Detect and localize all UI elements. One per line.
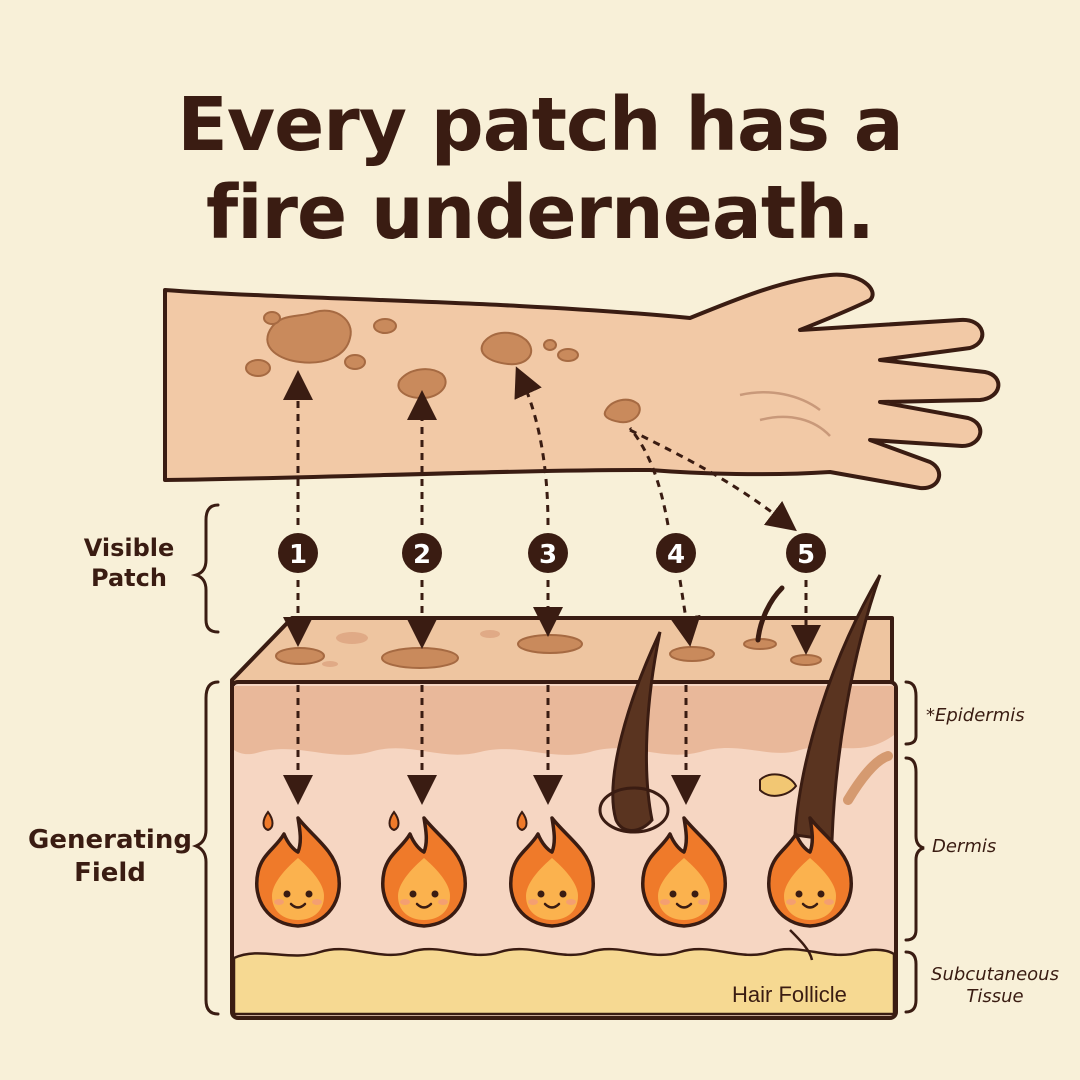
skin-block-illustration (230, 574, 898, 1020)
arm-illustration (163, 272, 1001, 491)
flames (255, 810, 853, 928)
number-marker-5: 5 (786, 533, 826, 573)
number-marker-text: 5 (797, 540, 815, 570)
visible-patch-label-line2: Patch (91, 564, 167, 592)
generating-field-label-line1: Generating (28, 825, 192, 855)
visible-patch-label-line1: Visible (83, 534, 175, 562)
number-marker-text: 4 (667, 540, 685, 570)
number-marker-text: 2 (413, 540, 431, 570)
hair-icon (598, 574, 893, 961)
flame-spark-icon (388, 810, 400, 832)
flame-spark-icon (516, 810, 528, 832)
number-marker-3: 3 (528, 533, 568, 573)
number-marker-text: 1 (289, 540, 307, 570)
number-marker-4: 4 (656, 533, 696, 573)
number-marker-2: 2 (402, 533, 442, 573)
dashed-arrows (283, 366, 821, 805)
subcutaneous-label-line2: Tissue (966, 985, 1024, 1007)
subcutaneous-label-line1: Subcutaneous (931, 964, 1059, 985)
subcutaneous-label: Subcutaneous Tissue (922, 964, 1068, 1007)
generating-field-label: Generating Field (20, 824, 200, 889)
number-marker-1: 1 (278, 533, 318, 573)
title-line-2: fire underneath. (206, 170, 875, 256)
epidermis-label: *Epidermis (926, 705, 1025, 726)
number-marker-text: 3 (539, 540, 557, 570)
visible-patch-label: Visible Patch (70, 533, 188, 593)
title-line-1: Every patch has a (177, 82, 903, 168)
bracket-lines (190, 503, 925, 1016)
flame-spark-icon (262, 810, 274, 832)
dermis-label: Dermis (932, 836, 997, 857)
hair-follicle-label: Hair Follicle (732, 982, 847, 1007)
number-markers: 1 2 3 4 5 (278, 533, 826, 573)
generating-field-label-line2: Field (74, 857, 146, 888)
